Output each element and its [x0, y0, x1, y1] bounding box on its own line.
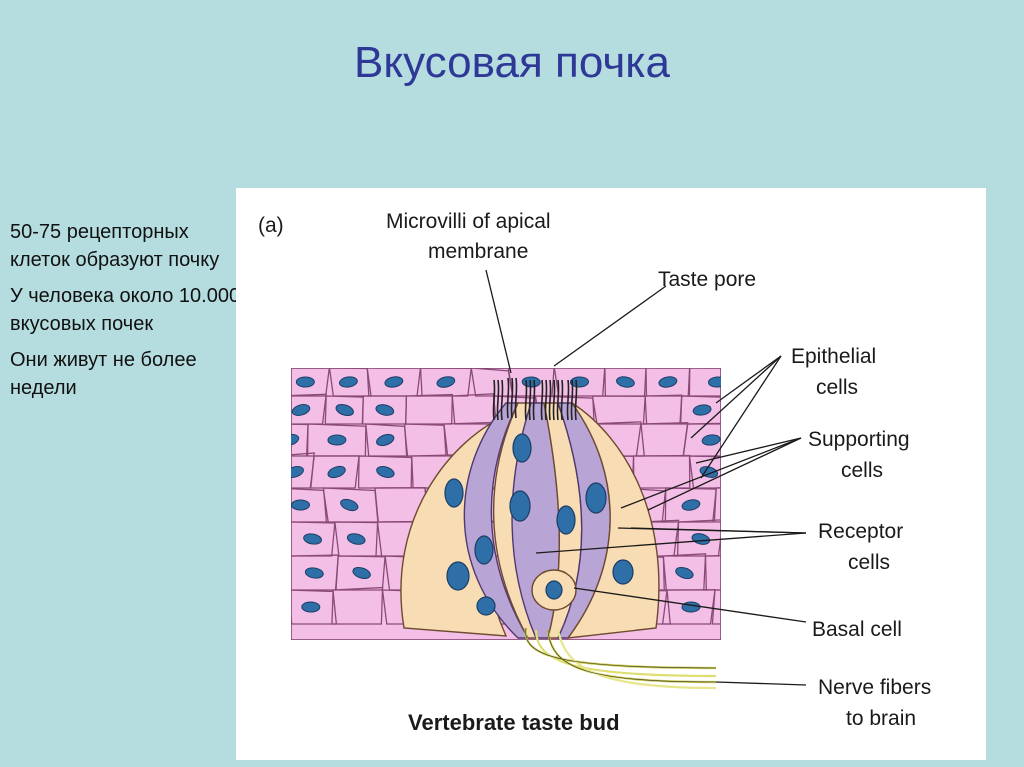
- label-microvilli-line1: Microvilli of apical: [386, 210, 551, 233]
- epithelial-nucleus: [335, 403, 354, 417]
- epithelial-nucleus: [616, 376, 635, 388]
- epithelial-nucleus: [731, 500, 749, 510]
- bud-cell-nucleus: [446, 561, 470, 591]
- epithelial-nucleus: [658, 376, 678, 388]
- label-microvilli-line2: membrane: [428, 240, 528, 263]
- epithelial-nucleus: [327, 465, 346, 479]
- epithelial-nucleus: [291, 466, 304, 478]
- bud-cell-nucleus: [509, 490, 531, 522]
- epithelial-nucleus: [352, 566, 371, 580]
- epithelial-nucleus: [291, 434, 300, 446]
- label-nerve-line1: Nerve fibers: [818, 676, 931, 699]
- epithelial-nucleus: [569, 376, 589, 388]
- bud-cell-nucleus: [512, 433, 532, 463]
- epithelial-nucleus: [692, 404, 712, 416]
- epithelial-nucleus: [340, 498, 359, 512]
- diagram-caption: Vertebrate taste bud: [408, 710, 620, 735]
- diagram-panel: (a) Microvilli of apical membrane Taste …: [236, 188, 986, 760]
- taste-bud-diagram: (a) Microvilli of apical membrane Taste …: [258, 210, 931, 735]
- label-epithelial-line2: cells: [816, 376, 858, 399]
- epithelial-nucleus: [375, 404, 395, 416]
- epithelial-nucleus: [304, 567, 324, 579]
- taste-bud: [400, 402, 660, 639]
- epithelial-nucleus: [338, 376, 358, 388]
- note-human-count: У человека около 10.000 вкусовых почек: [10, 285, 241, 335]
- label-receptor-line1: Receptor: [818, 520, 903, 543]
- epithelial-nucleus: [699, 466, 719, 478]
- label-receptor-line2: cells: [848, 551, 890, 574]
- label-supporting-line1: Supporting: [808, 428, 910, 451]
- epithelial-nucleus: [327, 434, 347, 446]
- bud-cell-nucleus: [476, 596, 496, 616]
- epithelial-nucleus: [681, 499, 701, 511]
- epithelial-nucleus: [675, 566, 694, 580]
- epithelial-nucleus: [376, 466, 395, 478]
- microvilli: [492, 377, 578, 421]
- label-taste-pore: Taste pore: [658, 268, 756, 291]
- epithelial-nucleus: [384, 376, 404, 388]
- epithelial-nucleus: [701, 434, 721, 446]
- bud-cell-nucleus: [556, 505, 576, 535]
- epithelial-nucleus: [291, 499, 310, 511]
- epithelial-nucleus: [303, 533, 322, 545]
- epithelial-nucleus: [376, 433, 395, 447]
- epithelial-nucleus: [295, 376, 315, 388]
- label-basal-cell: Basal cell: [812, 618, 902, 641]
- label-supporting-line2: cells: [841, 459, 883, 482]
- bud-cell-nucleus: [474, 535, 494, 565]
- leader-lines: [485, 269, 807, 686]
- nerve-fibers: [524, 627, 717, 690]
- epithelial-nucleus: [301, 601, 321, 613]
- epithelial-nucleus: [707, 376, 721, 388]
- bud-cell-nucleus: [444, 478, 464, 508]
- bud-cell-nucleus: [585, 482, 607, 514]
- note-lifespan: Они живут не более недели: [10, 349, 197, 399]
- epithelial-nucleus: [436, 376, 456, 388]
- epithelial-nucleus: [720, 567, 721, 579]
- epithelial-nucleus: [346, 533, 366, 545]
- supporting-cell-outer-right: [566, 402, 660, 639]
- epithelial-nucleus: [681, 601, 701, 613]
- label-epithelial-line1: Epithelial: [791, 345, 876, 368]
- panel-label: (a): [258, 214, 284, 237]
- notes-list: 50-75 рецепторных клеток образуют почку …: [10, 218, 250, 410]
- bud-cell-nucleus: [612, 559, 634, 585]
- bud-cell-nucleus: [545, 580, 563, 600]
- slide-title: Вкусовая почка: [354, 38, 670, 87]
- epithelial-nucleus: [291, 404, 311, 416]
- note-receptor-count: 50-75 рецепторных клеток образуют почку: [10, 221, 220, 271]
- label-nerve-line2: to brain: [846, 707, 916, 730]
